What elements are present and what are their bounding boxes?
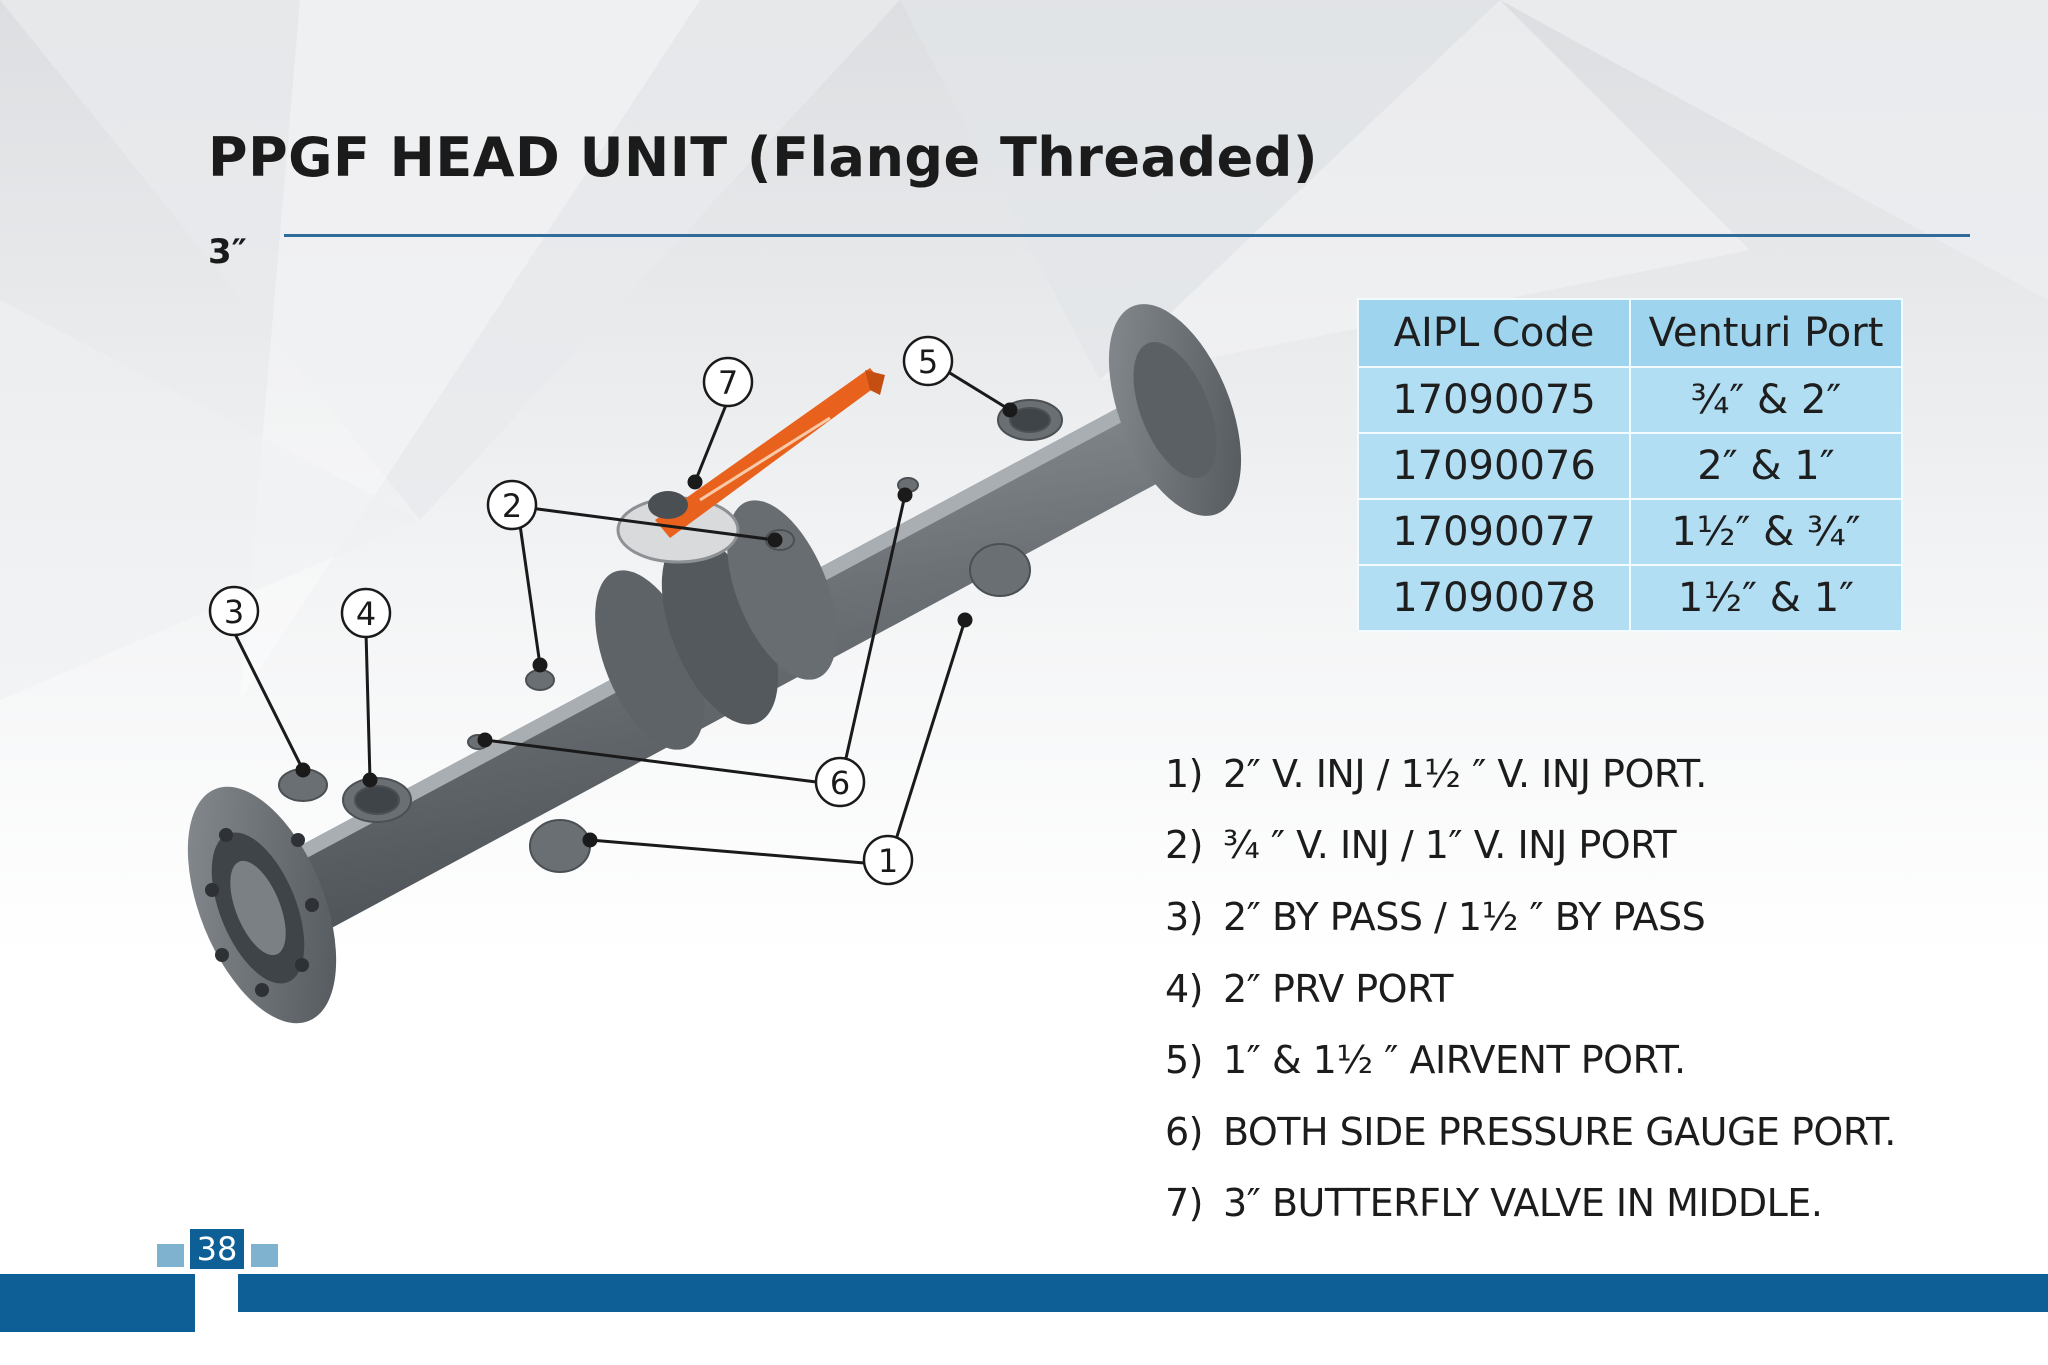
legend-number: 5)	[1165, 1038, 1204, 1083]
footer-block	[0, 1274, 195, 1332]
callout-5-label: 5	[918, 343, 938, 381]
callout-lines	[232, 368, 1018, 867]
legend-item: 4) 2″ PRV PORT	[1165, 953, 1896, 1025]
legend-text: BOTH SIDE PRESSURE GAUGE PORT.	[1223, 1109, 1896, 1154]
cell-port: 2″ & 1″	[1629, 432, 1903, 500]
legend-text: 2″ PRV PORT	[1223, 966, 1453, 1011]
title-rule	[284, 234, 1970, 237]
legend-text: 1″ & 1½ ″ AIRVENT PORT.	[1223, 1038, 1686, 1083]
callout-2-label: 2	[502, 487, 522, 525]
header-aipl-code: AIPL Code	[1357, 298, 1631, 368]
table-row: 17090078 1½″ & 1″	[1357, 564, 1903, 632]
legend-item: 5) 1″ & 1½ ″ AIRVENT PORT.	[1165, 1024, 1896, 1096]
legend-number: 3)	[1165, 894, 1204, 939]
page-marker-left	[157, 1244, 184, 1267]
cell-port: 1½″ & ¾″	[1629, 498, 1903, 566]
legend-text: 3″ BUTTERFLY VALVE IN MIDDLE.	[1223, 1181, 1823, 1226]
cell-code: 17090078	[1357, 564, 1631, 632]
callout-5	[902, 335, 954, 387]
callout-6-label: 6	[830, 764, 850, 802]
legend-item: 6) BOTH SIDE PRESSURE GAUGE PORT.	[1165, 1096, 1896, 1168]
legend-item: 7) 3″ BUTTERFLY VALVE IN MIDDLE.	[1165, 1168, 1896, 1240]
legend-number: 2)	[1165, 823, 1204, 868]
callout-3-label: 3	[224, 593, 244, 631]
legend-number: 4)	[1165, 966, 1204, 1011]
butterfly-handle	[616, 368, 885, 564]
legend-number: 1)	[1165, 751, 1204, 796]
cell-code: 17090077	[1357, 498, 1631, 566]
right-flange	[1108, 304, 1242, 516]
center-flanges	[595, 500, 837, 750]
callout-1-label: 1	[878, 842, 898, 880]
legend-item: 1) 2″ V. INJ / 1½ ″ V. INJ PORT.	[1165, 738, 1896, 810]
cell-port: ¾″ & 2″	[1629, 366, 1903, 434]
table-row: 17090075 ¾″ & 2″	[1357, 366, 1903, 434]
callout-1	[862, 834, 914, 886]
legend-item: 3) 2″ BY PASS / 1½ ″ BY PASS	[1165, 881, 1896, 953]
callout-6	[814, 756, 866, 808]
cell-code: 17090076	[1357, 432, 1631, 500]
callout-4	[340, 587, 392, 639]
callout-2	[486, 479, 538, 531]
size-subtitle: 3″	[208, 232, 247, 272]
page-marker-right	[251, 1244, 278, 1267]
callout-circles	[208, 335, 954, 886]
header-venturi-port: Venturi Port	[1629, 298, 1903, 368]
table-row: 17090076 2″ & 1″	[1357, 432, 1903, 500]
footer-gap	[195, 1274, 238, 1312]
aipl-code-table: AIPL Code Venturi Port 17090075 ¾″ & 2″ …	[1357, 298, 1903, 632]
legend-text: 2″ BY PASS / 1½ ″ BY PASS	[1223, 894, 1706, 939]
left-flange	[187, 786, 337, 1024]
callout-4-label: 4	[356, 595, 376, 633]
callout-7	[702, 356, 754, 408]
legend-text: 2″ V. INJ / 1½ ″ V. INJ PORT.	[1223, 751, 1707, 796]
cell-port: 1½″ & 1″	[1629, 564, 1903, 632]
legend-number: 7)	[1165, 1181, 1204, 1226]
table-header-row: AIPL Code Venturi Port	[1357, 298, 1903, 368]
cell-code: 17090075	[1357, 366, 1631, 434]
legend-number: 6)	[1165, 1109, 1204, 1154]
table-row: 17090077 1½″ & ¾″	[1357, 498, 1903, 566]
footer-band	[238, 1274, 2048, 1312]
callout-7-label: 7	[718, 364, 738, 402]
page-title: PPGF HEAD UNIT (Flange Threaded)	[208, 126, 1319, 189]
legend-item: 2) ¾ ″ V. INJ / 1″ V. INJ PORT	[1165, 810, 1896, 882]
port-legend: 1) 2″ V. INJ / 1½ ″ V. INJ PORT. 2) ¾ ″ …	[1165, 738, 1896, 1239]
legend-text: ¾ ″ V. INJ / 1″ V. INJ PORT	[1223, 823, 1677, 868]
page-number: 38	[190, 1229, 244, 1269]
callout-3	[208, 585, 260, 637]
